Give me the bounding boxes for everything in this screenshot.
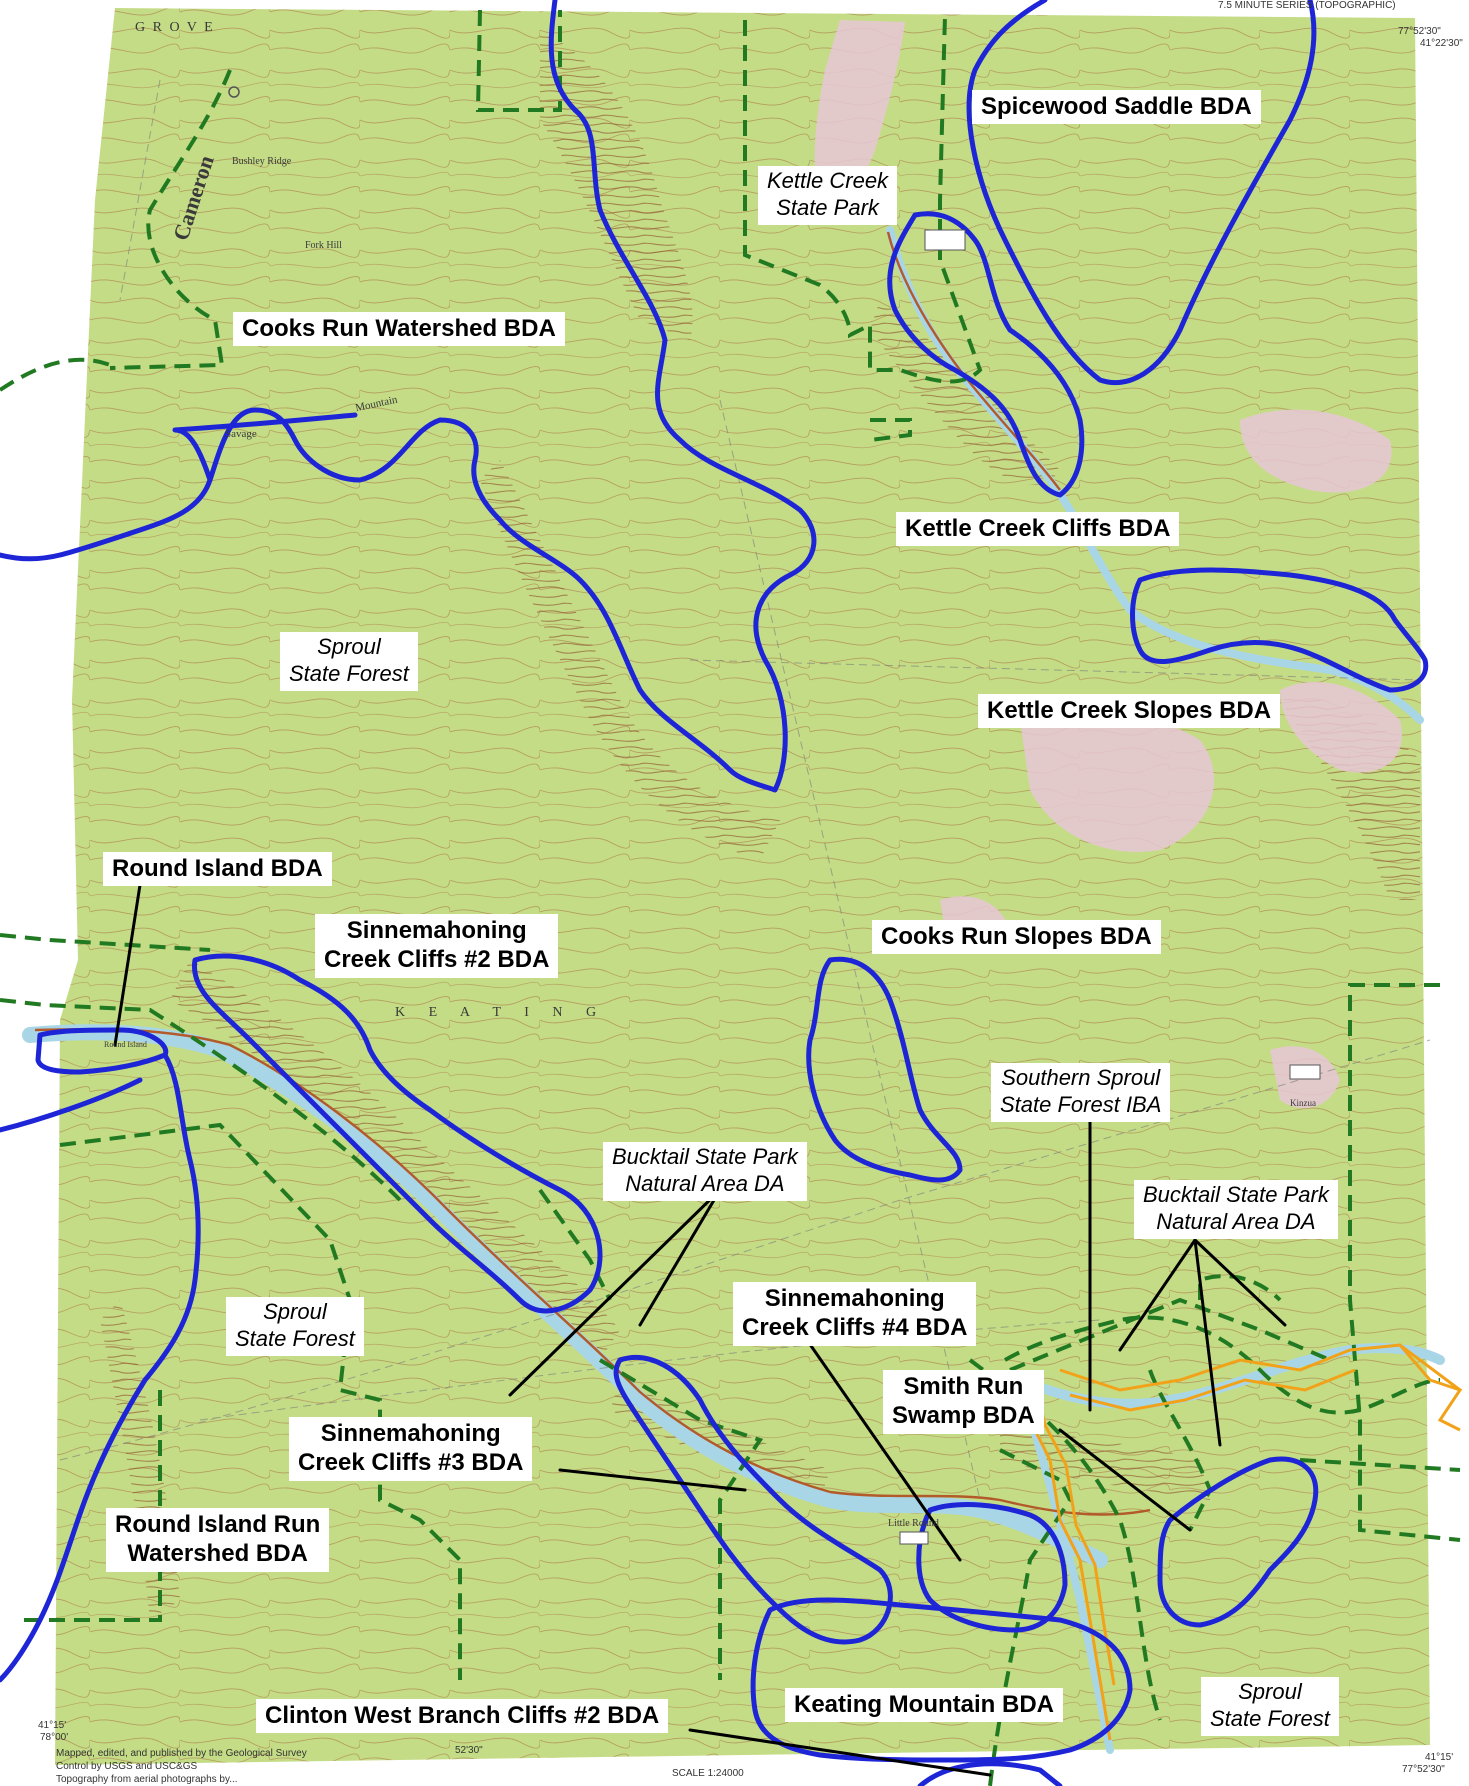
boundary-round-island-run-top [0, 1077, 143, 1133]
label-bucktail-natural-area-center: Bucktail State Park Natural Area DA [603, 1142, 807, 1201]
place-bushley-ridge: Bushley Ridge [232, 156, 292, 167]
boundary-sinnemahoning-2 [191, 953, 603, 1314]
label-spicewood-saddle-bda: Spicewood Saddle BDA [972, 90, 1261, 125]
boundary-cooks-run-watershed-top [172, 412, 358, 483]
label-round-island-run-bda: Round Island Run Watershed BDA [106, 1508, 330, 1572]
leader-clinton-west [688, 1728, 992, 1777]
footer-scale: SCALE 1:24000 [672, 1768, 744, 1779]
boundary-sinnemahoning-4 [916, 1502, 1068, 1633]
leader-bucktail-east-2 [1193, 1238, 1222, 1447]
label-leader-lines [113, 883, 1287, 1777]
leader-sinnemahoning-3 [558, 1468, 747, 1492]
label-round-island-bda: Round Island BDA [103, 852, 332, 887]
ne-corner-latitude: 41°22'30" [1420, 38, 1463, 49]
sw-corner-longitude: 78°00' [40, 1732, 69, 1743]
label-cooks-run-watershed-bda: Cooks Run Watershed BDA [233, 312, 565, 347]
label-sinnemahoning-2-bda: Sinnemahoning Creek Cliffs #2 BDA [315, 914, 559, 978]
label-kettle-creek-state-park: Kettle Creek State Park [758, 166, 898, 225]
label-kettle-creek-cliffs-bda: Kettle Creek Cliffs BDA [896, 512, 1180, 547]
boundary-kettle-creek-slopes [1130, 567, 1429, 693]
roads [34, 231, 1151, 1516]
leader-bucktail-east-3 [1193, 1238, 1287, 1327]
place-kinzua: Kinzua [1290, 1098, 1316, 1108]
footer-credit-3: Topography from aerial photographs by... [56, 1774, 238, 1785]
label-sproul-state-forest-south: Sproul State Forest [1201, 1677, 1339, 1736]
boundary-clinton-west-branch [917, 1761, 1063, 1786]
label-keating-mountain-bda: Keating Mountain BDA [785, 1688, 1063, 1723]
sw-corner-latitude: 41°15' [38, 1720, 67, 1731]
label-smith-run-swamp-bda: Smith Run Swamp BDA [883, 1370, 1044, 1434]
leader-round-island [113, 883, 142, 1047]
label-clinton-west-branch-2-bda: Clinton West Branch Cliffs #2 BDA [256, 1699, 669, 1734]
label-southern-sproul-iba: Southern Sproul State Forest IBA [991, 1063, 1171, 1122]
boundary-kettle-creek-cliffs [887, 211, 1085, 498]
place-keating: K E A T I N G [395, 1005, 607, 1020]
place-savage: Savage [225, 428, 257, 440]
boundary-cooks-run-watershed [0, 0, 817, 793]
map-symbols [228, 86, 1321, 1545]
boundary-smith-run-swamp [1157, 1456, 1319, 1628]
boundary-spicewood-saddle [966, 0, 1317, 386]
se-corner-longitude: 77°52'30" [1402, 1764, 1445, 1775]
leader-sinnemahoning-4 [798, 1328, 962, 1562]
label-cooks-run-slopes-bda: Cooks Run Slopes BDA [872, 920, 1161, 955]
map-series-note: 7.5 MINUTE SERIES (TOPOGRAPHIC) [1218, 0, 1396, 11]
cleared-land-areas [814, 20, 1402, 1109]
boundary-cooks-run-slopes [806, 956, 963, 1183]
leader-bucktail-center-2 [638, 1188, 722, 1327]
bottom-coord-tick: 52'30" [455, 1745, 483, 1756]
label-kettle-creek-slopes-bda: Kettle Creek Slopes BDA [978, 694, 1281, 729]
footer-credit-1: Mapped, edited, and published by the Geo… [56, 1748, 307, 1759]
label-bucktail-natural-area-east: Bucktail State Park Natural Area DA [1134, 1180, 1338, 1239]
leader-smith-run [1058, 1428, 1192, 1532]
label-sinnemahoning-4-bda: Sinnemahoning Creek Cliffs #4 BDA [733, 1282, 977, 1346]
boundary-sinnemahoning-3 [613, 1354, 893, 1645]
place-little-round: Little Round [888, 1518, 939, 1529]
se-corner-latitude: 41°15' [1425, 1752, 1454, 1763]
leader-bucktail-center-1 [508, 1188, 722, 1397]
label-sproul-state-forest-west: Sproul State Forest [226, 1297, 364, 1356]
label-sproul-state-forest-north: Sproul State Forest [280, 632, 418, 691]
footer-credit-2: Control by USGS and USC&GS [56, 1761, 198, 1772]
contour-lines [55, 8, 1430, 1765]
boundary-round-island-run [0, 1052, 201, 1683]
ne-corner-longitude: 77°52'30" [1398, 26, 1441, 37]
place-fork-hill: Fork Hill [305, 240, 342, 251]
place-round-island: Round Island [104, 1040, 147, 1049]
leader-bucktail-east-1 [1118, 1238, 1197, 1352]
label-sinnemahoning-3-bda: Sinnemahoning Creek Cliffs #3 BDA [289, 1417, 533, 1481]
bda-boundary-lines[interactable] [0, 0, 1429, 1786]
place-grove: G R O V E [135, 20, 215, 35]
